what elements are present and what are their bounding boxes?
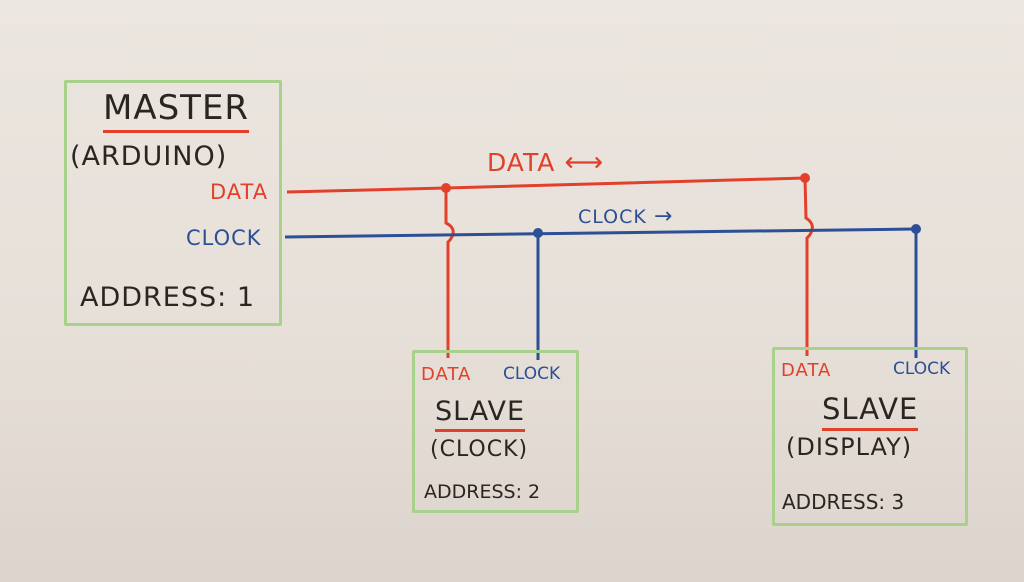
master-address: ADDRESS: 1	[80, 282, 256, 313]
slave-display-subtitle: (DISPLAY)	[786, 433, 913, 461]
master-box	[64, 80, 282, 326]
slave-clock-title: SLAVE	[435, 396, 526, 432]
clock-junction-dot	[911, 224, 921, 234]
master-data-pin-label: DATA	[210, 180, 269, 204]
slave-display-address: ADDRESS: 3	[782, 490, 905, 514]
slave-clock-clock-pin-label: CLOCK	[503, 364, 561, 384]
master-clock-pin-label: CLOCK	[186, 226, 262, 250]
slave-clock-data-pin-label: DATA	[421, 364, 472, 385]
slave-display-clock-pin-label: CLOCK	[893, 359, 951, 379]
slave-clock-box	[412, 350, 579, 513]
data-junction-dot	[441, 183, 451, 193]
clock-junction-dot	[533, 228, 543, 238]
data-drop-slave-clock	[444, 188, 455, 358]
bidirectional-arrow-icon: ⟷	[564, 147, 605, 178]
slave-display-title: SLAVE	[822, 392, 919, 431]
right-arrow-icon: →	[653, 204, 674, 229]
data-junction-dot	[800, 173, 810, 183]
data-drop-slave-display	[803, 177, 814, 356]
slave-display-box	[772, 347, 968, 526]
clock-bus-line	[284, 227, 916, 239]
master-subtitle: (ARDUINO)	[70, 141, 228, 172]
data-bus-label: DATA ⟷	[487, 147, 604, 178]
slave-clock-subtitle: (CLOCK)	[430, 437, 529, 462]
slave-display-data-pin-label: DATA	[781, 360, 832, 381]
slave-clock-address: ADDRESS: 2	[424, 481, 541, 503]
clock-bus-label: CLOCK →	[578, 204, 673, 229]
clock-bus-label-text: CLOCK	[578, 206, 647, 228]
master-title: MASTER	[103, 88, 250, 133]
data-bus-label-text: DATA	[487, 148, 556, 177]
data-bus-line	[286, 176, 806, 194]
